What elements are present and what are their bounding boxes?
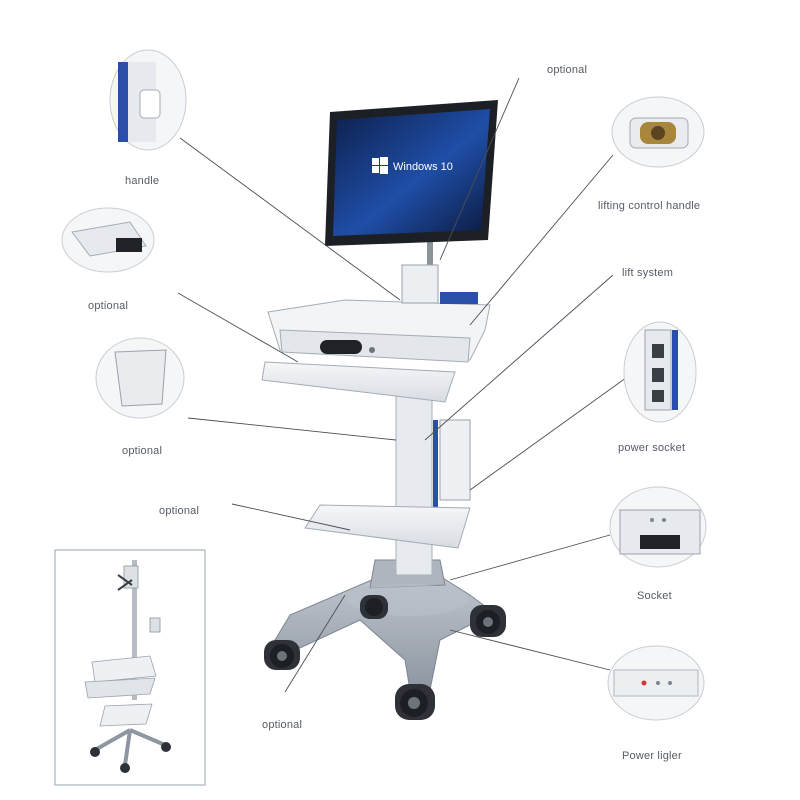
monitor-pole bbox=[427, 225, 433, 270]
leader-line bbox=[424, 274, 614, 441]
label-lift-system: lift system bbox=[622, 267, 674, 279]
detail-circle-storage-box bbox=[95, 337, 185, 419]
label-optional-lower-shelf: optional bbox=[159, 505, 200, 517]
caster-wheel bbox=[470, 605, 506, 637]
detail-circle-lifting-control bbox=[611, 96, 705, 168]
label-socket: Socket bbox=[637, 590, 672, 602]
leader-line bbox=[439, 77, 520, 261]
label-optional-storage-box: optional bbox=[122, 445, 163, 457]
label-lifting-control-handle: lifting control handle bbox=[598, 200, 701, 212]
label-optional-keyboard-tray: optional bbox=[88, 300, 129, 312]
medical-cart: Windows 10 bbox=[261, 100, 506, 720]
keyboard-tray bbox=[261, 361, 456, 403]
power-box bbox=[439, 419, 471, 501]
windows-logo-icon bbox=[372, 157, 388, 174]
monitor-os-text: Windows 10 bbox=[393, 161, 453, 173]
detail-circle-power-light bbox=[607, 645, 705, 721]
monitor-mount bbox=[401, 264, 439, 304]
cart-base bbox=[274, 559, 491, 691]
lift-column bbox=[395, 384, 433, 576]
label-power-socket: power socket bbox=[618, 442, 686, 454]
detail-circle-handle bbox=[109, 49, 187, 151]
caster-wheel bbox=[264, 640, 300, 670]
leader-line bbox=[177, 292, 299, 363]
drawer-handle bbox=[320, 340, 362, 354]
detail-circle-keyboard-tray bbox=[61, 207, 155, 273]
caster-wheel bbox=[360, 595, 388, 619]
leader-line bbox=[179, 137, 401, 301]
inset-cart-illustration bbox=[54, 549, 206, 786]
lift-column-stripe bbox=[433, 420, 438, 520]
monitor-screen bbox=[333, 109, 490, 236]
caster-wheel bbox=[395, 684, 435, 720]
leader-line bbox=[231, 503, 351, 531]
leader-line bbox=[469, 154, 614, 326]
label-optional-monitor: optional bbox=[547, 64, 588, 76]
leader-line bbox=[187, 417, 397, 441]
label-handle: handle bbox=[125, 175, 160, 187]
leader-lines bbox=[177, 77, 631, 693]
leader-line bbox=[284, 594, 346, 693]
leader-line bbox=[469, 374, 631, 491]
detail-circle-socket bbox=[609, 486, 707, 568]
leader-line bbox=[449, 534, 611, 581]
label-optional-base: optional bbox=[262, 719, 303, 731]
lower-shelf bbox=[304, 504, 471, 549]
leader-line bbox=[449, 629, 611, 671]
detail-circle-power-socket bbox=[623, 321, 697, 423]
label-power-light: Power ligler bbox=[622, 750, 682, 762]
